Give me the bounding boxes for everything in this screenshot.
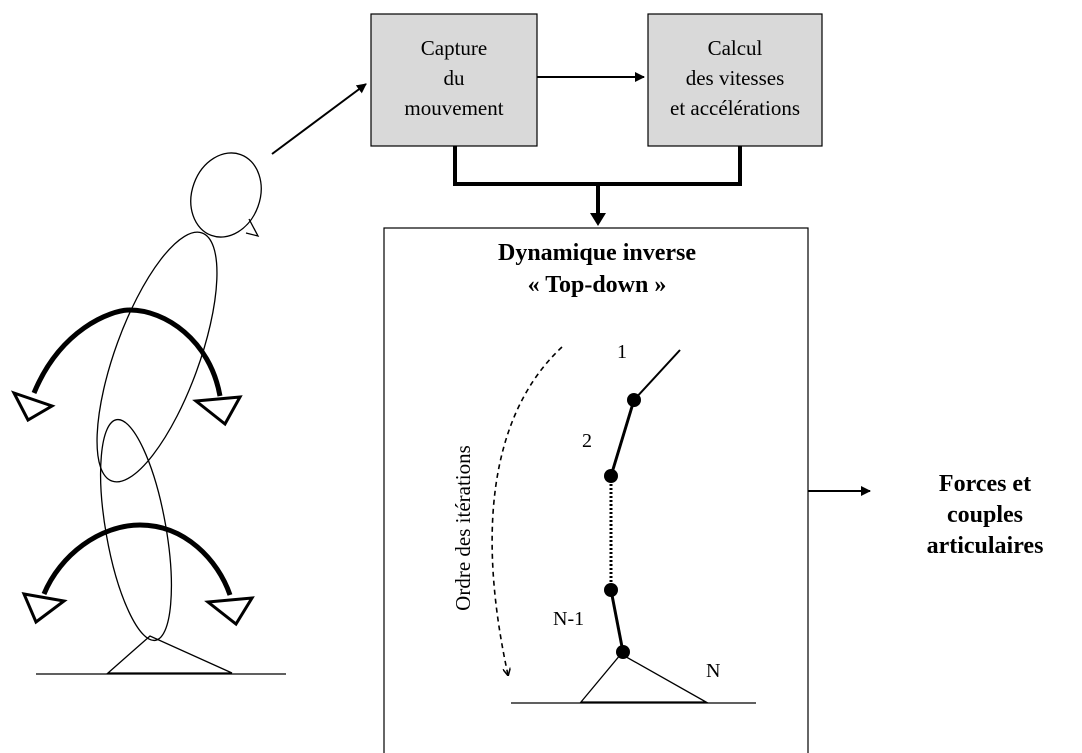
output-label: Forces et couples articulaires xyxy=(927,471,1044,559)
calcul-box: Calcul des vitesses et accélérations xyxy=(647,13,823,147)
figure-to-capture-arrow xyxy=(271,83,367,155)
joint-n-1 xyxy=(604,583,618,597)
joint-1 xyxy=(627,393,641,407)
iteration-order-arrow xyxy=(491,346,563,675)
segment-chain xyxy=(609,349,681,653)
merge-connector xyxy=(453,146,742,218)
lower-rotation-arc xyxy=(21,522,255,627)
nose xyxy=(245,218,260,237)
iteration-order-label: Ordre des itérations xyxy=(451,445,475,611)
capture-box-line-1: Capture xyxy=(421,36,487,60)
lower-arc-left-arrowhead xyxy=(21,592,68,625)
human-figure xyxy=(36,152,286,675)
foot-triangle xyxy=(106,635,233,674)
calcul-box-line-2: des vitesses xyxy=(686,66,785,90)
calcul-box-line-1: Calcul xyxy=(708,36,763,60)
lower-arc-right-arrowhead xyxy=(204,596,255,627)
capture-box: Capture du mouvement xyxy=(370,13,538,147)
segment-label-1: 1 xyxy=(617,341,627,363)
dynamics-title-line-2: « Top-down » xyxy=(528,272,667,298)
merge-connector-arrowhead xyxy=(590,213,606,226)
upper-arc-left-arrowhead xyxy=(10,390,56,423)
capture-box-line-2: du xyxy=(444,66,466,90)
head-segment xyxy=(190,152,262,238)
segment-label-n: N xyxy=(706,660,720,682)
upper-rotation-arc xyxy=(10,307,243,427)
dynamics-title-line-1: Dynamique inverse xyxy=(498,240,696,266)
segment-label-2: 2 xyxy=(582,430,592,452)
leg-segment xyxy=(99,418,173,642)
calcul-box-line-3: et accélérations xyxy=(670,96,800,120)
upper-arc-right-arrowhead xyxy=(192,395,243,427)
trunk-segment xyxy=(96,231,218,483)
output-line-2: couples xyxy=(947,502,1023,528)
joint-2 xyxy=(604,469,618,483)
foot-triangle-model xyxy=(579,653,709,703)
capture-box-line-3: mouvement xyxy=(404,96,503,120)
output-line-1: Forces et xyxy=(939,471,1031,497)
dynamics-box: Dynamique inverse « Top-down » xyxy=(383,227,809,753)
output-line-3: articulaires xyxy=(927,533,1044,559)
segment-label-n-1: N-1 xyxy=(553,608,584,630)
